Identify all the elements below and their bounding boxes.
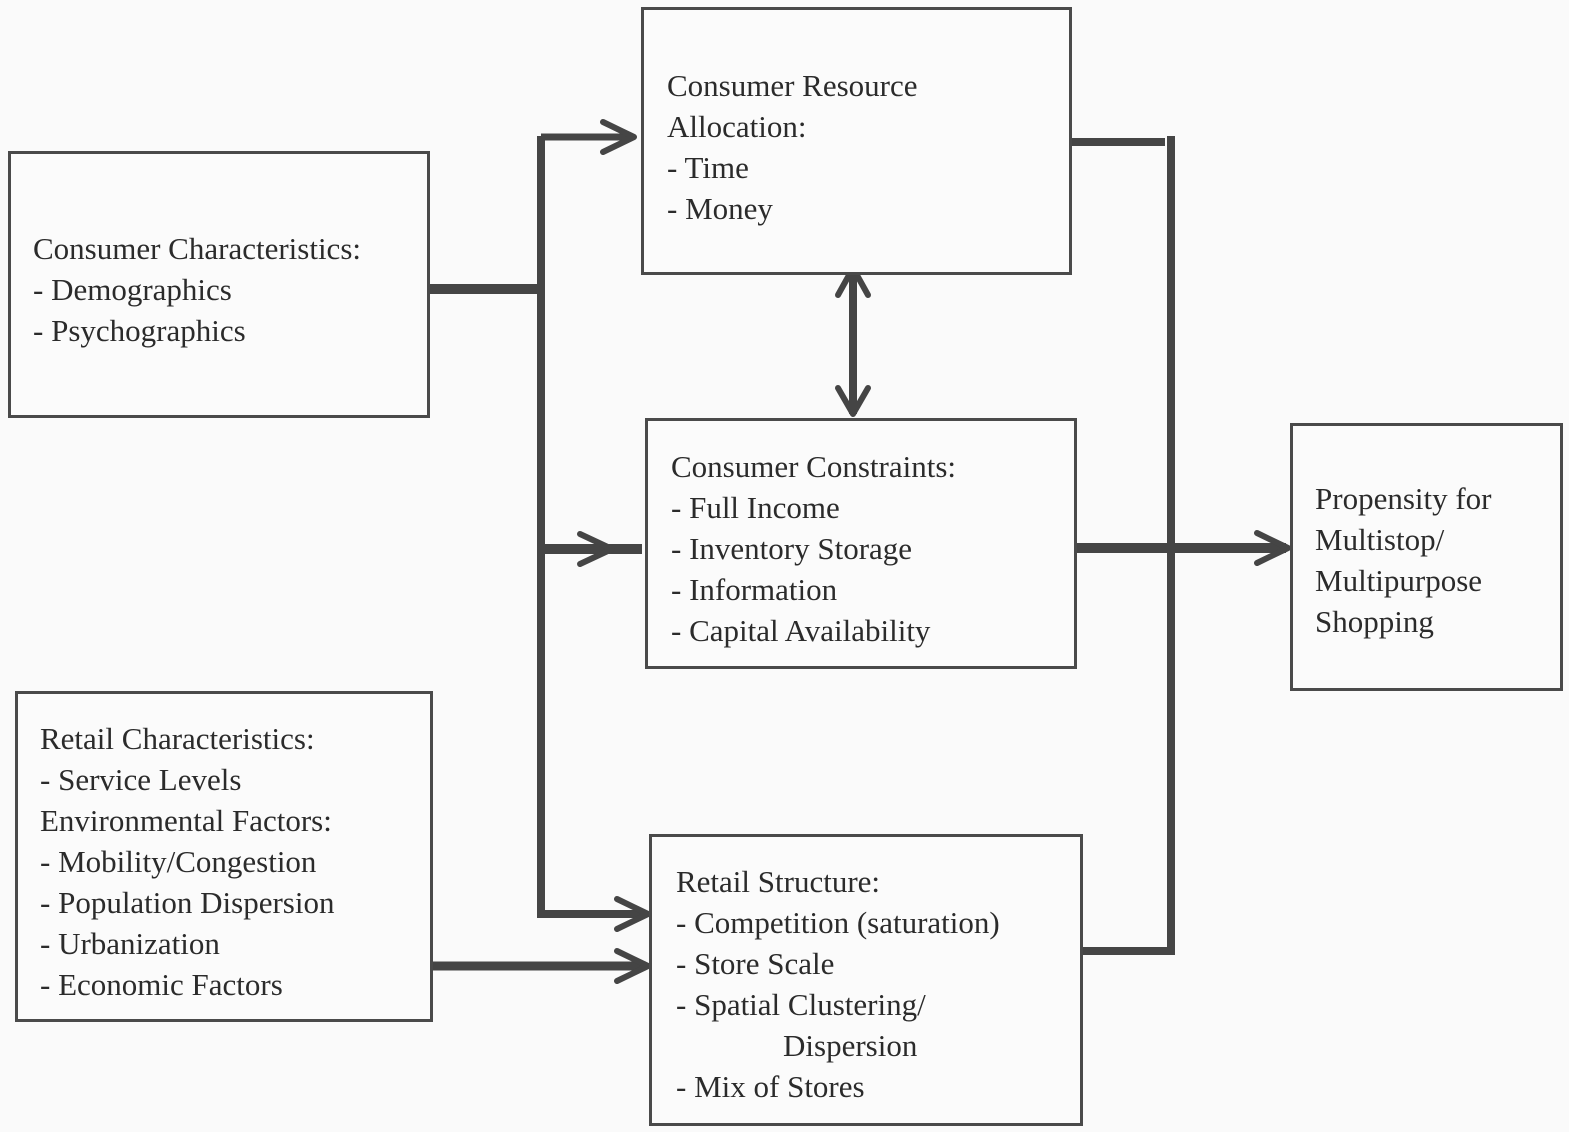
box-item: - Psychographics: [33, 313, 246, 348]
arrowhead-resource-allocation: [600, 119, 637, 155]
box-item: - Store Scale: [676, 946, 835, 981]
box-item: - Spatial Clustering/: [676, 987, 926, 1022]
box-item: - Money: [667, 191, 773, 226]
arrowhead-retail-structure-upper: [614, 896, 651, 932]
box-heading: Propensity for: [1315, 481, 1492, 516]
box-heading: Shopping: [1315, 604, 1434, 639]
box-item: - Demographics: [33, 272, 232, 307]
box-item: - Urbanization: [40, 926, 220, 961]
box-item: - Time: [667, 150, 749, 185]
box-item: - Economic Factors: [40, 967, 283, 1002]
box-heading: Allocation:: [667, 109, 807, 144]
box-heading: Multistop/: [1315, 522, 1445, 557]
box-item: - Information: [671, 572, 838, 607]
propensity-box: Propensity for Multistop/ Multipurpose S…: [1290, 423, 1563, 691]
box-item: - Mix of Stores: [676, 1069, 865, 1104]
box-item: - Capital Availability: [671, 613, 931, 648]
retail-structure-box: Retail Structure: - Competition (saturat…: [649, 834, 1083, 1126]
arrowhead-propensity: [1254, 530, 1291, 566]
box-heading: Consumer Constraints:: [671, 449, 957, 484]
box-heading: Consumer Resource: [667, 68, 918, 103]
box-item: - Service Levels: [40, 762, 242, 797]
consumer-constraints-box: Consumer Constraints: - Full Income - In…: [645, 418, 1077, 669]
box-item: - Competition (saturation): [676, 905, 1000, 940]
box-item-continuation: Dispersion: [783, 1028, 918, 1063]
box-item: - Mobility/Congestion: [40, 844, 317, 879]
box-item: - Population Dispersion: [40, 885, 335, 920]
box-heading: Multipurpose: [1315, 563, 1483, 598]
retail-characteristics-box: Retail Characteristics: - Service Levels…: [15, 691, 433, 1022]
resource-allocation-box: Consumer Resource Allocation: - Time - M…: [641, 7, 1072, 275]
box-item: - Full Income: [671, 490, 840, 525]
consumer-characteristics-box: Consumer Characteristics: - Demographics…: [8, 151, 430, 418]
arrowhead-constraints: [577, 531, 615, 567]
box-heading: Consumer Characteristics:: [33, 231, 361, 266]
box-heading: Retail Characteristics:: [40, 721, 315, 756]
box-heading: Environmental Factors:: [40, 803, 332, 838]
box-item: - Inventory Storage: [671, 531, 913, 566]
box-heading: Retail Structure:: [676, 864, 881, 899]
arrowhead-bidirectional-down: [835, 385, 871, 417]
arrowhead-retail-structure-lower: [614, 948, 651, 984]
